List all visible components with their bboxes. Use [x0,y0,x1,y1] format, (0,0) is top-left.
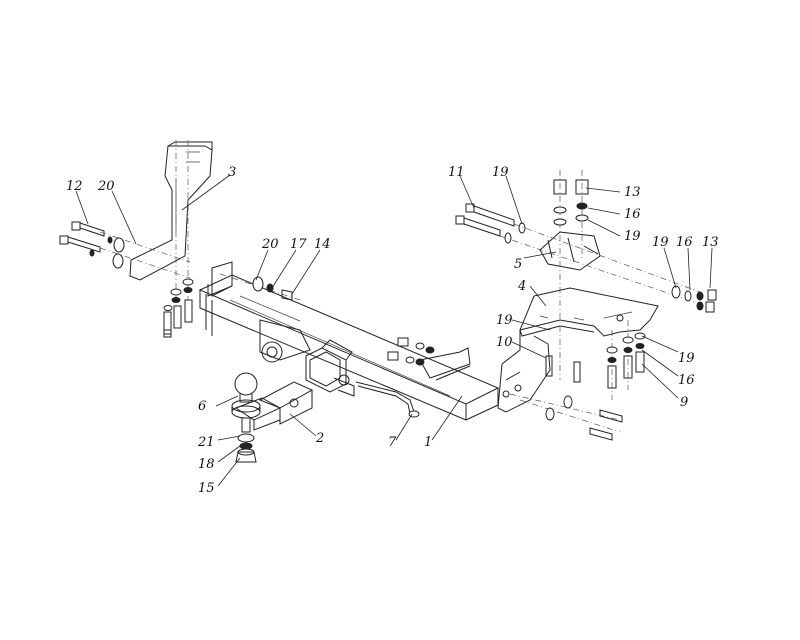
ball-mount-part-2 [234,381,314,431]
label-16-top: 16 [624,207,641,222]
label-19-bottom: 19 [678,351,695,366]
bottom-right-bolts [606,320,646,400]
beam-top-bolts [387,337,435,366]
label-21: 21 [197,435,215,450]
label-20-right: 20 [261,237,279,252]
label-11: 11 [448,165,465,180]
label-14: 14 [314,237,331,252]
top-plate-part-5 [539,170,601,380]
label-17: 17 [290,237,307,252]
label-19-top-right: 19 [624,229,641,244]
label-19-top: 19 [492,165,509,180]
tow-ball-part-6 [231,372,261,433]
label-20-left: 20 [97,179,115,194]
top-hardware [553,179,589,226]
label-4: 4 [517,279,526,294]
bolt-12 [59,221,191,279]
label-1: 1 [424,435,432,450]
label-19-right: 19 [652,235,669,250]
label-2: 2 [315,431,324,446]
ball-hardware [235,433,257,463]
beam-right-rib [419,347,471,381]
label-7: 7 [388,435,397,450]
label-18: 18 [198,457,215,472]
right-bracket-part-4 [519,287,659,337]
label-13-top: 13 [624,185,641,200]
left-end-hardware [219,273,301,301]
label-10: 10 [496,335,513,350]
left-bracket-bolts [163,278,194,338]
receiver-tube [305,339,355,397]
label-15: 15 [198,481,215,496]
label-19-mid: 19 [496,313,513,328]
right-plate-bolts [509,355,623,441]
left-bracket-part-3 [129,140,213,300]
main-crossbeam-part-1 [198,261,500,421]
label-9: 9 [680,395,688,410]
label-6: 6 [198,399,206,414]
label-13-right: 13 [702,235,719,250]
label-16-right: 16 [676,235,693,250]
label-12: 12 [66,179,83,194]
label-3: 3 [228,165,236,180]
label-5: 5 [514,257,522,272]
callouts: 12 20 3 20 17 14 6 2 21 18 15 7 [66,165,719,496]
right-side-hardware [671,285,717,313]
label-16-bottom: 16 [678,373,695,388]
right-plate-part-10 [497,330,551,413]
